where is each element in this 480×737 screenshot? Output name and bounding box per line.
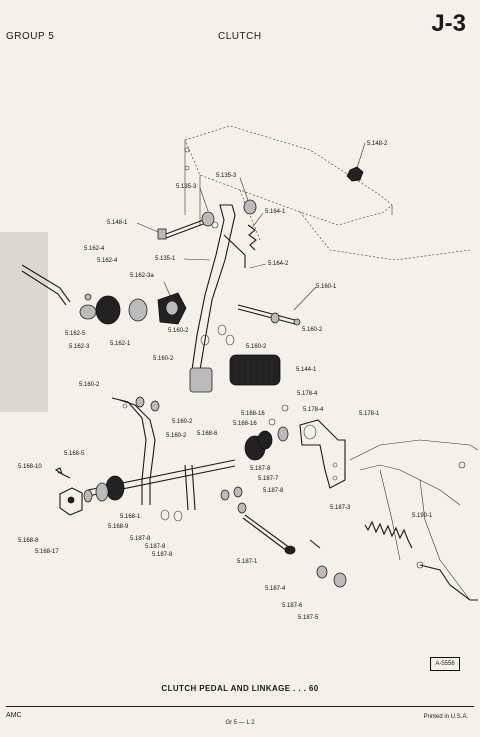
callout: 5.187-7 xyxy=(258,476,279,482)
callout: 5.187-5 xyxy=(298,615,319,621)
washers-5.160-2 xyxy=(200,324,235,346)
callout: 5.160-2 xyxy=(246,344,267,350)
footer-page-code: Gr 5 — L 2 xyxy=(225,720,255,726)
pedal-bracket xyxy=(184,125,471,261)
bushing-5.168-5 xyxy=(95,475,125,502)
lever-5.168-16 xyxy=(184,418,289,511)
bushings-5.135-3 xyxy=(201,199,257,227)
callout: 5.160-2 xyxy=(172,419,193,425)
callout: 5.148-2 xyxy=(367,141,388,147)
callout: 5.187-8 xyxy=(130,536,151,542)
callout: 5.148-1 xyxy=(107,220,128,226)
screw-5.164-2 xyxy=(211,221,219,229)
rod-5.160-1 xyxy=(237,304,301,326)
bracket-5.178-1 xyxy=(299,419,346,489)
pivot-bolt-5.148-1 xyxy=(157,218,207,240)
callout: 5.160-2 xyxy=(79,382,100,388)
retainer-5.168-8 xyxy=(59,487,93,516)
footer-left: AMC xyxy=(6,712,22,719)
callout: 5.187-8 xyxy=(145,544,166,550)
callout: 5.162-1 xyxy=(110,341,131,347)
callout: 5.160-2 xyxy=(153,356,174,362)
callout: 5.187-8 xyxy=(250,466,271,472)
pedal-pad-5.144-1 xyxy=(229,354,281,386)
callout: 5.168-6 xyxy=(197,431,218,437)
section-title: CLUTCH xyxy=(218,31,262,42)
footer-rule xyxy=(6,706,474,707)
callout: 5.168-5 xyxy=(64,451,85,457)
callout: 5.168-1 xyxy=(120,514,141,520)
callout-labels: 5.148-2 5.135-3 5.135-3 5.164-1 5.148-1 … xyxy=(18,141,433,621)
bolt-5.178-4 xyxy=(281,404,289,412)
figure-caption: CLUTCH PEDAL AND LINKAGE . . . 60 xyxy=(161,684,319,693)
callout: 5.135-3 xyxy=(176,184,197,190)
callout: 5.162-5 xyxy=(65,331,86,337)
nut-5.148-2 xyxy=(346,166,364,182)
page-number: J-3 xyxy=(431,10,466,37)
callout: 5.168-9 xyxy=(108,524,129,530)
callout: 5.162-4 xyxy=(97,258,118,264)
callout: 5.160-2 xyxy=(302,327,323,333)
callout: 5.187-6 xyxy=(282,603,303,609)
bolt-5.168-10 xyxy=(54,467,71,479)
callout: 5.164-1 xyxy=(265,209,286,215)
footer-printed: Printed in U.S.A. xyxy=(423,714,468,720)
callout: 5.160-1 xyxy=(316,284,337,290)
spring-5.164-1 xyxy=(247,224,257,251)
callout: 5.187-8 xyxy=(152,552,173,558)
bearing-assembly-5.162 xyxy=(21,264,187,325)
callout: 5.160-2 xyxy=(166,433,187,439)
callout: 5.187-3 xyxy=(330,505,351,511)
callout: 5.187-1 xyxy=(237,559,258,565)
callout: 5.168-16 xyxy=(233,421,257,427)
callout: 5.160-2 xyxy=(168,328,189,334)
scan-shadow xyxy=(0,232,48,412)
clutch-pedal-5.135-1 xyxy=(189,204,246,393)
callout: 5.168-17 xyxy=(35,549,59,555)
callout: 5.162-3 xyxy=(69,344,90,350)
callout: 5.168-10 xyxy=(18,464,42,470)
callout: 5.168-8 xyxy=(18,538,39,544)
callout: 5.190-1 xyxy=(412,513,433,519)
leader-lines xyxy=(136,142,366,311)
callout: 5.164-2 xyxy=(268,261,289,267)
callout: 5.187-8 xyxy=(263,488,284,494)
push-rod-5.187-1 xyxy=(242,514,347,588)
callout: 5.162-3a xyxy=(130,273,154,279)
callout: 5.178-1 xyxy=(359,411,380,417)
callout: 5.187-4 xyxy=(265,586,286,592)
figure-reference: A-5556 xyxy=(430,657,460,671)
return-spring-5.190-1 xyxy=(364,520,413,549)
callout: 5.144-1 xyxy=(296,367,317,373)
callout: 5.178-4 xyxy=(303,407,324,413)
group-label: GROUP 5 xyxy=(6,31,55,42)
callout: 5.135-3 xyxy=(216,173,237,179)
callout: 5.162-4 xyxy=(84,246,105,252)
callout: 5.135-1 xyxy=(155,256,176,262)
firewall-section xyxy=(349,439,479,601)
washers-5.187-8 xyxy=(160,486,247,522)
callout: 5.178-4 xyxy=(297,391,318,397)
callout: 5.168-16 xyxy=(241,411,265,417)
